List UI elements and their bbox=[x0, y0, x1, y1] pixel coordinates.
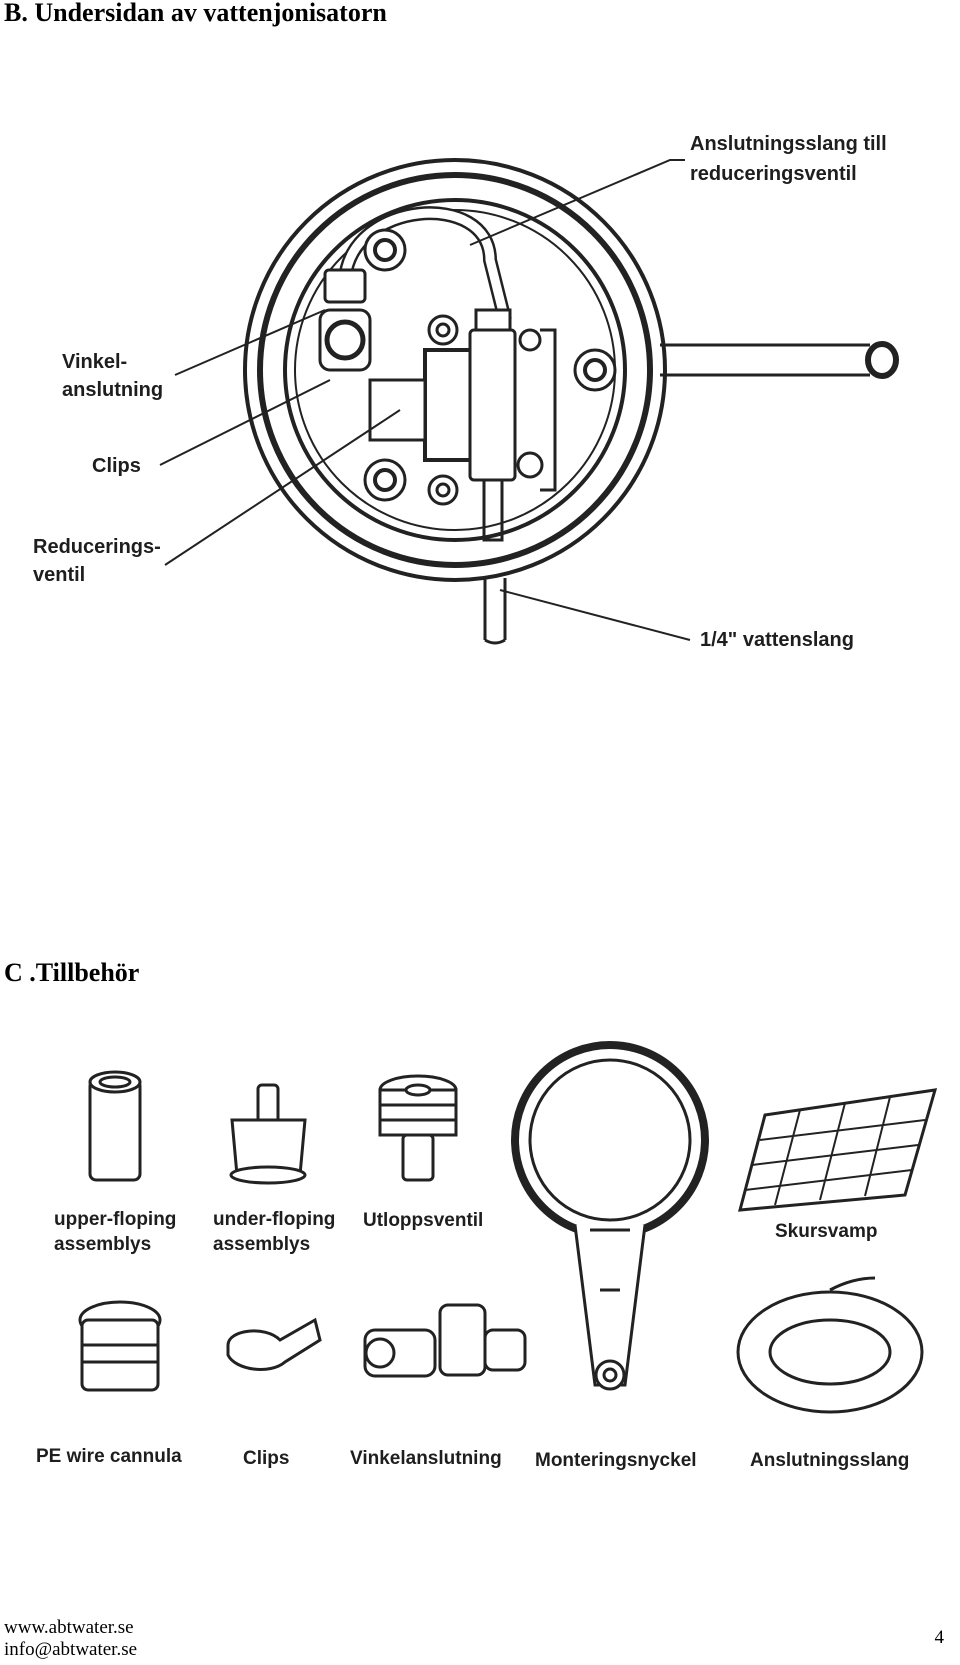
footer-website: www.abtwater.se bbox=[4, 1617, 134, 1638]
label-upper-2: assemblys bbox=[54, 1234, 151, 1255]
label-sponge: Skursvamp bbox=[775, 1221, 877, 1242]
label-hose: Anslutningsslang bbox=[750, 1450, 909, 1471]
label-hose-to-valve-2: reduceringsventil bbox=[690, 163, 857, 185]
label-hose-to-valve-1: Anslutningsslang till bbox=[690, 133, 887, 155]
label-outlet: Utloppsventil bbox=[363, 1210, 483, 1231]
wrench-icon bbox=[511, 1041, 709, 1391]
label-angle-item: Vinkelanslutning bbox=[350, 1448, 502, 1469]
section-c-heading: C .Tillbehör bbox=[4, 958, 140, 987]
pe-cannula-icon bbox=[78, 1300, 162, 1392]
footer-email: info@abtwater.se bbox=[4, 1639, 138, 1660]
label-reducer-1: Reducerings- bbox=[33, 536, 161, 558]
underside-diagram: Anslutningsslang till reduceringsventil … bbox=[33, 133, 899, 651]
label-pe-cannula: PE wire cannula bbox=[36, 1446, 182, 1467]
accessories-diagram: upper-floping assemblys under-floping as… bbox=[36, 1041, 938, 1471]
label-wrench: Monteringsnyckel bbox=[535, 1450, 697, 1471]
page-number: 4 bbox=[934, 1627, 945, 1648]
label-angle-1: Vinkel- bbox=[62, 351, 127, 373]
under-floping-icon bbox=[229, 1083, 307, 1185]
outlet-valve-icon bbox=[378, 1074, 458, 1182]
label-reducer-2: ventil bbox=[33, 564, 85, 586]
hose-coil-icon bbox=[736, 1276, 924, 1414]
label-water-hose: 1/4" vattenslang bbox=[700, 629, 854, 651]
label-clips: Clips bbox=[92, 455, 141, 477]
label-angle-2: anslutning bbox=[62, 379, 163, 401]
label-clips-item: Clips bbox=[243, 1448, 289, 1469]
label-upper-1: upper-floping bbox=[54, 1209, 176, 1230]
label-under-1: under-floping bbox=[213, 1209, 335, 1230]
screw-icon bbox=[363, 228, 407, 272]
section-b-heading: B. Undersidan av vattenjonisatorn bbox=[4, 0, 387, 27]
sponge-icon bbox=[738, 1088, 938, 1212]
outer-ring bbox=[243, 158, 667, 582]
clips-icon bbox=[226, 1317, 322, 1371]
label-under-2: assemblys bbox=[213, 1234, 310, 1255]
screw-icon bbox=[363, 458, 407, 502]
screw-icon bbox=[573, 348, 617, 392]
angle-connector-icon bbox=[363, 1303, 527, 1378]
upper-floping-icon bbox=[88, 1070, 142, 1182]
